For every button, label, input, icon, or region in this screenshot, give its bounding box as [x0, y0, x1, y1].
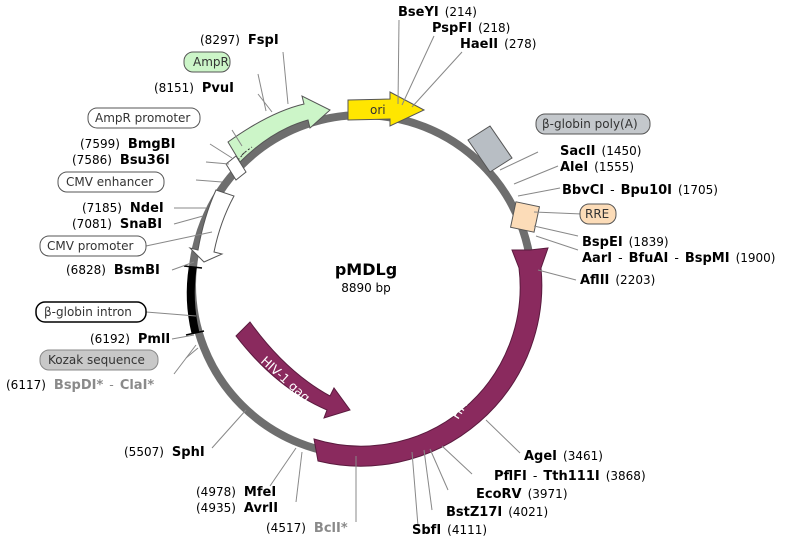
bglobin-intron-box-label: β-globin intron: [44, 305, 132, 319]
site-pmli: (6192)PmlI: [90, 332, 170, 347]
plasmid-name: pMDLg: [335, 260, 397, 279]
rre-box-label: RRE: [585, 207, 609, 221]
site-pvui: (8151)PvuI: [154, 81, 234, 96]
site-snabi: (7081)SnaBI: [72, 217, 162, 232]
site-aari-bfuai-bspmi: AarI-BfuAI-BspMI(1900): [582, 250, 775, 266]
site-sphi: (5507)SphI: [124, 445, 205, 460]
site-ndei: (7185)NdeI: [82, 201, 164, 216]
site-ecorv: EcoRV(3971): [476, 487, 568, 502]
cmv-promoter-box-label: CMV promoter: [47, 239, 134, 253]
kozak-box-label: Kozak sequence: [48, 353, 145, 367]
site-bcli: (4517)BclI*: [266, 521, 348, 536]
site-avrii: (4935)AvrII: [196, 501, 278, 516]
rre-feature: [509, 201, 541, 233]
hiv1-pol-feature: [313, 247, 549, 467]
site-ticks: [145, 19, 583, 527]
cmv-enhancer-box-label: CMV enhancer: [66, 175, 153, 189]
bglobin-polya-feature: [467, 125, 513, 173]
site-agei: AgeI(3461): [524, 449, 603, 464]
ampr-promoter-box-label: AmpR promoter: [95, 111, 190, 125]
site-pflfi-tth111i: PflFI-Tth111I(3868): [494, 468, 646, 484]
site-bstz17i: BstZ17I(4021): [446, 505, 548, 520]
site-bbvci-bpu10i: BbvCI-Bpu10I(1705): [562, 182, 718, 198]
ampr-feature: [227, 95, 331, 163]
site-bsmbi: (6828)BsmBI: [66, 263, 160, 278]
site-mfei: (4978)MfeI: [196, 485, 276, 500]
site-bspdi-clai: (6117)BspDI*-ClaI*: [6, 377, 154, 393]
site-fspi: (8297)FspI: [200, 33, 279, 48]
hiv1-gag-label: HIV-1 gag: [258, 353, 313, 405]
ampr-box-label: AmpR: [193, 55, 229, 69]
ampr-promoter-feature: [225, 155, 247, 181]
site-pspfi: PspFI(218): [432, 21, 510, 36]
ori-label: ori: [370, 103, 386, 117]
site-bmgbi: (7599)BmgBI: [80, 137, 175, 152]
site-haeii: HaeII(278): [460, 37, 536, 52]
site-aflii: AflII(2203): [580, 273, 655, 288]
site-bspei: BspEI(1839): [582, 235, 669, 250]
bglobin-polya-box-label: β-globin poly(A): [542, 117, 638, 131]
site-alei: AleI(1555): [560, 160, 634, 175]
ori-feature: [347, 91, 426, 127]
site-bseyi: BseYI(214): [398, 5, 477, 20]
site-bsu36i: (7586)Bsu36I: [72, 153, 170, 168]
cmv-feature: [188, 189, 235, 263]
hiv1-gag-feature: [235, 321, 351, 419]
site-sbfi: SbfI(4111): [412, 523, 487, 538]
site-sacii: SacII(1450): [560, 144, 641, 159]
plasmid-size: 8890 bp: [341, 281, 391, 295]
bglobin-intron-arc: [186, 266, 200, 334]
